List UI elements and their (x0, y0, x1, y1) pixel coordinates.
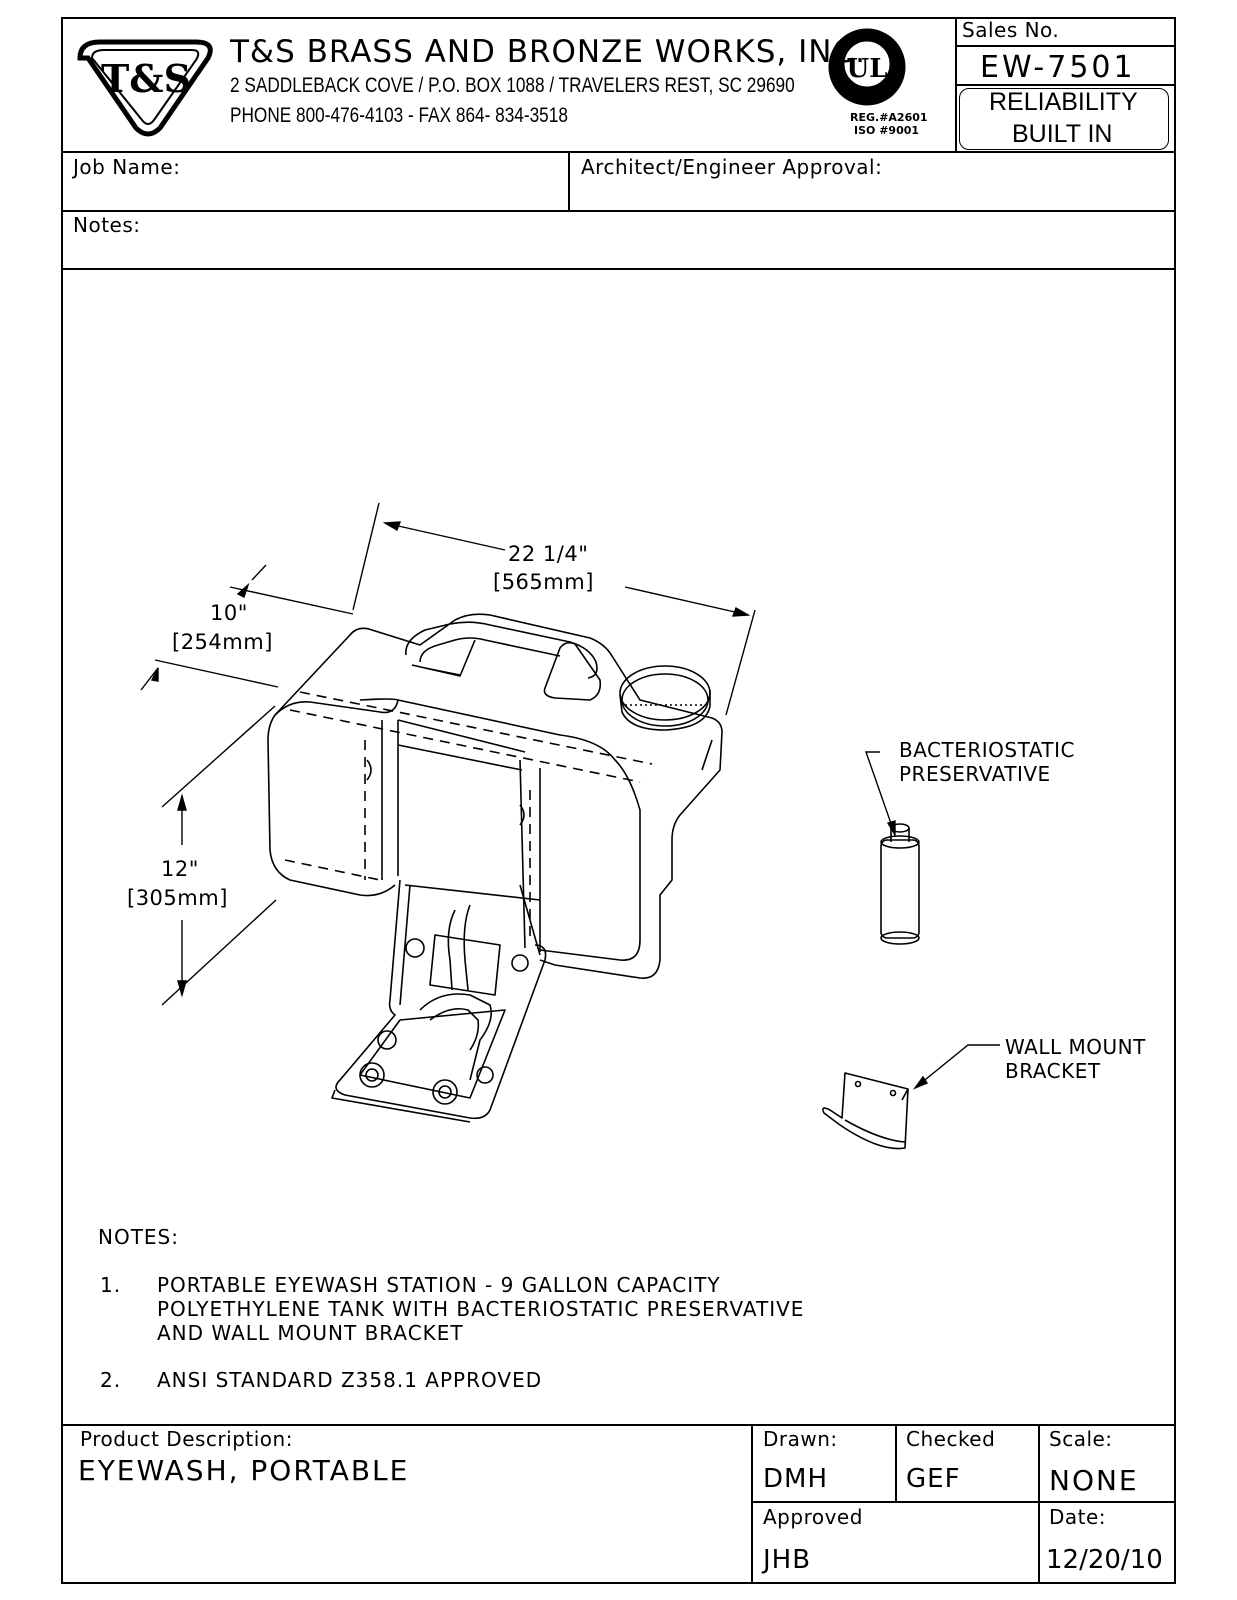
ul-registration: REG.#A2601 (850, 111, 928, 124)
scale-value: NONE (1049, 1464, 1139, 1497)
bracket-callout-2: BRACKET (1005, 1059, 1101, 1083)
width-dimension-mm: [565mm] (493, 570, 594, 594)
note-1-line-2: POLYETHYLENE TANK WITH BACTERIOSTATIC PR… (157, 1297, 805, 1321)
ul-mark-text: UL (847, 54, 888, 84)
product-description-label: Product Description: (80, 1427, 293, 1451)
approved-value: JHB (763, 1545, 812, 1575)
sales-no-label: Sales No. (962, 18, 1060, 42)
ul-iso: ISO #9001 (854, 124, 920, 137)
preservative-callout-2: PRESERVATIVE (899, 762, 1051, 786)
height-dimension-mm: [305mm] (127, 886, 228, 910)
note-1-number: 1. (100, 1273, 122, 1297)
preservative-callout-1: BACTERIOSTATIC (899, 738, 1075, 762)
eyewash-drawing (267, 613, 920, 1150)
ul-logo (828, 28, 906, 106)
dimension-lines (140, 502, 1000, 1090)
drawn-value: DMH (763, 1464, 829, 1494)
tagline-1: RELIABILITY (989, 88, 1138, 116)
scale-label: Scale: (1049, 1427, 1113, 1451)
note-2-line-1: ANSI STANDARD Z358.1 APPROVED (157, 1368, 543, 1392)
company-address: 2 SADDLEBACK COVE / P.O. BOX 1088 / TRAV… (230, 74, 795, 97)
sales-no-value: EW-7501 (980, 50, 1136, 85)
company-name: T&S BRASS AND BRONZE WORKS, INC. (230, 34, 866, 70)
height-dimension: 12" (161, 857, 199, 881)
date-value: 12/20/10 (1046, 1545, 1163, 1575)
reliability-badge (959, 88, 1169, 150)
notes-heading: NOTES: (98, 1225, 179, 1249)
checked-value: GEF (906, 1464, 961, 1494)
note-1-line-1: PORTABLE EYEWASH STATION - 9 GALLON CAPA… (157, 1273, 721, 1297)
bracket-callout-1: WALL MOUNT (1005, 1035, 1146, 1059)
ts-logo (77, 39, 213, 137)
date-label: Date: (1049, 1505, 1107, 1529)
note-2-number: 2. (100, 1368, 122, 1392)
checked-label: Checked (906, 1427, 996, 1451)
drawing-frame (61, 17, 1176, 1584)
approved-label: Approved (763, 1505, 863, 1529)
job-name-label: Job Name: (73, 155, 181, 179)
product-description: EYEWASH, PORTABLE (78, 1454, 410, 1487)
logo-text: T&S (101, 56, 191, 101)
width-dimension: 22 1/4" (508, 542, 589, 566)
note-1-line-3: AND WALL MOUNT BRACKET (157, 1321, 464, 1345)
tagline-2: BUILT IN (1012, 120, 1113, 148)
architect-approval-label: Architect/Engineer Approval: (581, 155, 883, 179)
notes-field-label: Notes: (73, 213, 141, 237)
depth-dimension-mm: [254mm] (172, 630, 273, 654)
drawn-label: Drawn: (763, 1427, 838, 1451)
company-phone: PHONE 800-476-4103 - FAX 864- 834-3518 (230, 104, 568, 127)
depth-dimension: 10" (210, 601, 248, 625)
